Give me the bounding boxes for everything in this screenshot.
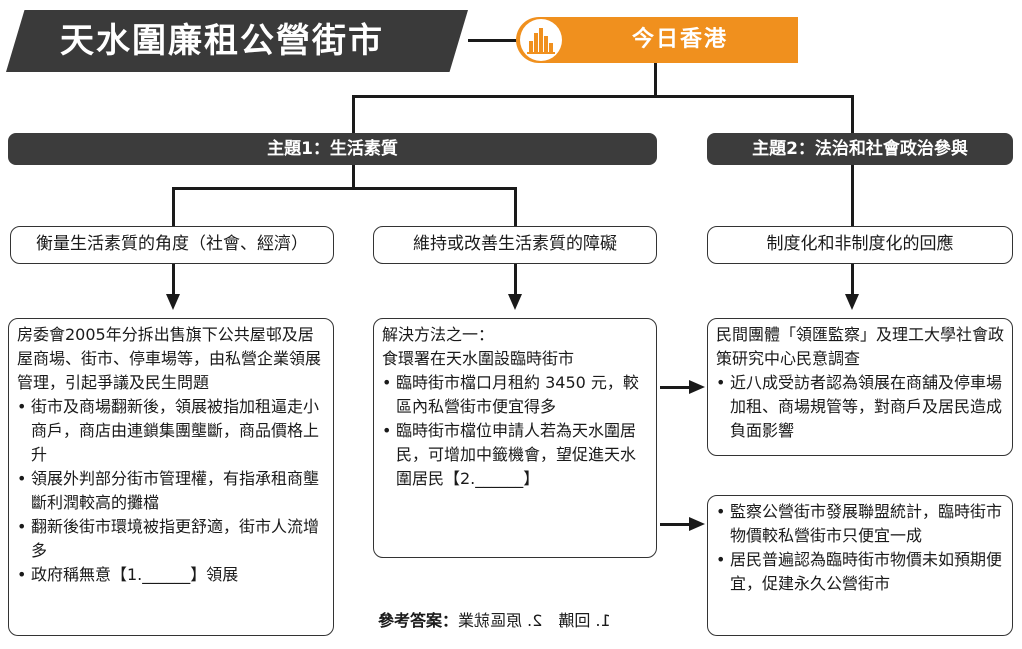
badge-label: 今日香港 <box>631 27 728 52</box>
list-item: 近八成受訪者認為領展在商舖及停車場加租、商場規管等，對商戶及居民造成負面影響 <box>716 371 1004 443</box>
list-item: 翻新後街市環境被指更舒適，街市人流增多 <box>17 515 325 563</box>
reference-answer-label: 參考答案： <box>378 611 459 630</box>
list-item: 領展外判部分街市管理權，有指承租商壟斷利潤較高的攤檔 <box>17 467 325 515</box>
list-item: 監察公營街市發展聯盟統計，臨時街市物價較私營街市只便宜一成 <box>716 500 1004 548</box>
arrow-shaft-right <box>851 264 854 294</box>
arrow-shaft-to-stats <box>660 523 690 526</box>
arrow-down-right <box>845 294 859 310</box>
connector-theme2-to-sub3 <box>851 165 854 226</box>
list-item: 街市及商場翻新後，領展被指加租逼走小商戶，商店由連鎖集團壟斷，商品價格上升 <box>17 395 325 467</box>
list-item: 政府稱無意【1.______】領展 <box>17 563 325 587</box>
subheading-responses: 制度化和非制度化的回應 <box>707 226 1013 264</box>
box-solution: 解決方法之一： 食環署在天水圍設臨時街市 臨時街市檔口月租約 3450 元，較區… <box>373 318 657 558</box>
box-survey-heading: 民間團體「領匯監察」及理工大學社會政策研究中心民意調查 <box>716 325 1005 368</box>
theme-1-bar: 主題1：生活素質 <box>8 133 657 165</box>
box-solution-heading-2: 食環署在天水圍設臨時街市 <box>382 349 575 368</box>
box-solution-heading-1: 解決方法之一： <box>382 325 495 344</box>
theme-2-bar: 主題2：法治和社會政治參與 <box>707 133 1013 165</box>
arrow-right-to-stats <box>689 517 705 531</box>
connector-to-sub2 <box>514 187 517 226</box>
box-survey-bullets: 近八成受訪者認為領展在商舖及停車場加租、商場規管等，對商戶及居民造成負面影響 <box>716 371 1004 443</box>
topic-badge <box>516 17 798 63</box>
box-solution-bullets: 臨時街市檔口月租約 3450 元，較區內私營街市便宜得多 臨時街市檔位申請人若為… <box>382 371 648 491</box>
arrow-down-middle <box>508 294 522 310</box>
reference-answer-mirrored: 1. 回購 2. 原區就業 <box>458 611 611 630</box>
list-item: 臨時街市檔位申請人若為天水圍居民，可增加中籤機會，望促進天水圍居民【2.____… <box>382 419 648 491</box>
connector-sub-horizontal <box>172 187 516 190</box>
box-market-stats-bullets: 監察公營街市發展聯盟統計，臨時街市物價較私營街市只便宜一成 居民普遍認為臨時街市… <box>716 500 1004 596</box>
box-problem-intro: 房委會2005年分拆出售旗下公共屋邨及居屋商場、街市、停車場等，由私營企業領展管… <box>17 325 322 392</box>
list-item: 臨時街市檔口月租約 3450 元，較區內私營街市便宜得多 <box>382 371 648 419</box>
skyline-icon <box>520 19 562 61</box>
connector-top-horizontal <box>352 95 853 98</box>
arrow-shaft-to-survey <box>660 386 690 389</box>
box-problem-bullets: 街市及商場翻新後，領展被指加租逼走小商戶，商店由連鎖集團壟斷，商品價格上升 領展… <box>17 395 325 587</box>
reference-answer: 參考答案：1. 回購 2. 原區就業 <box>378 608 668 634</box>
arrow-shaft-left <box>172 264 175 294</box>
box-problem: 房委會2005年分拆出售旗下公共屋邨及居屋商場、街市、停車場等，由私營企業領展管… <box>8 318 334 636</box>
connector-to-sub1 <box>172 187 175 226</box>
connector-theme1-down <box>352 165 355 189</box>
connector-to-theme2 <box>851 95 854 133</box>
page-title: 天水圍廉租公營街市 <box>60 21 384 61</box>
list-item: 居民普遍認為臨時街市物價未如預期便宜，促建永久公營街市 <box>716 548 1004 596</box>
arrow-shaft-middle <box>514 264 517 294</box>
box-market-stats: 監察公營街市發展聯盟統計，臨時街市物價較私營街市只便宜一成 居民普遍認為臨時街市… <box>707 495 1013 636</box>
arrow-right-to-survey <box>689 380 705 394</box>
box-survey: 民間團體「領匯監察」及理工大學社會政策研究中心民意調查 近八成受訪者認為領展在商… <box>707 318 1013 456</box>
connector-title-badge <box>468 39 518 42</box>
title-banner <box>6 10 468 72</box>
connector-badge-down <box>654 63 657 97</box>
connector-to-theme1 <box>352 95 355 133</box>
arrow-down-left <box>166 294 180 310</box>
subheading-perspectives: 衡量生活素質的角度（社會、經濟） <box>10 226 334 264</box>
subheading-obstacles: 維持或改善生活素質的障礙 <box>373 226 657 264</box>
